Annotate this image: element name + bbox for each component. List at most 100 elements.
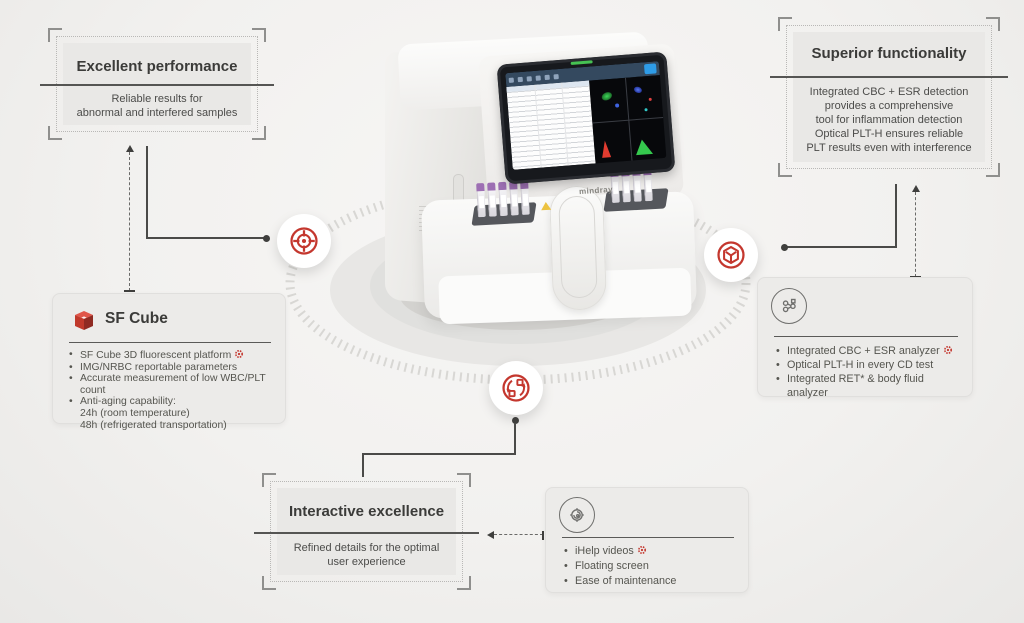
- callout-body-line: abnormal and interfered samples: [76, 107, 238, 119]
- corner-bracket: [778, 163, 792, 177]
- feature-bullet: Integrated RET* & body fluid analyzer: [776, 372, 964, 400]
- callout-fill: [793, 32, 985, 162]
- corner-bracket: [262, 473, 276, 487]
- scatter-blob-green: [600, 90, 615, 103]
- scatter-blob-blue: [633, 85, 643, 94]
- loader-arm-detail: [558, 195, 598, 299]
- callout-body-line: tool for inflammation detection: [815, 114, 963, 126]
- feature-subline: 48h (refrigerated transportation): [80, 419, 227, 431]
- interactive-hotspot[interactable]: [489, 361, 543, 415]
- callout-body-line: Optical PLT-H ensures reliable: [814, 128, 964, 140]
- callout-body-line: user experience: [327, 556, 406, 568]
- corner-bracket: [457, 473, 471, 487]
- dotted-frame: [786, 25, 992, 169]
- connector-bottom-dot: [512, 417, 519, 424]
- device-touchscreen[interactable]: [496, 51, 676, 185]
- feature-bullet: IMG/NRBC reportable parameters: [69, 362, 277, 374]
- callout-title: Interactive excellence: [288, 503, 445, 520]
- scatter-dot-cyan: [643, 107, 648, 111]
- toolbar-icon: [517, 76, 523, 82]
- dashed-link-functionality-analyzer: [915, 192, 916, 277]
- toolbar-icon: [553, 73, 559, 79]
- screen-content: [505, 61, 667, 170]
- sync-icon: [502, 374, 530, 402]
- corner-bracket: [252, 126, 266, 140]
- feature-bullet: Integrated CBC + ESR analyzer: [776, 344, 964, 358]
- card-divider: [69, 342, 271, 343]
- arrow-left-icon: [487, 531, 494, 539]
- sf-cube-logo: [75, 311, 93, 330]
- feature-bullet: Accurate measurement of low WBC/PLT coun…: [69, 373, 277, 396]
- dotted-frame: [270, 481, 463, 582]
- callout-body-line: provides a comprehensive: [824, 100, 954, 112]
- histogram-green: [635, 138, 654, 156]
- test-tube: [476, 182, 486, 218]
- corner-bracket: [48, 28, 62, 42]
- dashed-link-endcap: [542, 531, 544, 540]
- callout-title: Excellent performance: [76, 58, 238, 75]
- callout-divider: [254, 532, 479, 534]
- connector-right-dot: [781, 244, 788, 251]
- service-gear-icon: [570, 508, 584, 522]
- card-title: SF Cube: [105, 310, 168, 327]
- feature-bullet: Floating screen: [564, 559, 740, 574]
- performance-hotspot[interactable]: [277, 214, 331, 268]
- warning-triangle-icon: [540, 201, 552, 211]
- connector-bottom-horizontal: [362, 453, 516, 455]
- red-burst-icon: [943, 345, 952, 355]
- toolbar-icon: [535, 74, 541, 81]
- tick-ring: [285, 181, 751, 385]
- toolbar-icon: [508, 77, 514, 83]
- connector-left-dot: [263, 235, 270, 242]
- feature-bullet: SF Cube 3D fluorescent platform: [69, 349, 277, 362]
- callout-fill: [277, 488, 456, 575]
- target-icon: [290, 227, 318, 255]
- corner-bracket: [778, 17, 792, 31]
- callout-body-line: Refined details for the optimal: [293, 542, 440, 554]
- tube-rack-left: [476, 180, 530, 218]
- corner-bracket: [262, 576, 276, 590]
- feature-subline: 24h (room temperature): [80, 407, 190, 419]
- scatter-dot-blue: [615, 103, 620, 108]
- test-tube: [487, 182, 497, 217]
- corner-bracket: [48, 126, 62, 140]
- card-ihelp: iHelp videos Floating screen Ease of mai…: [545, 487, 749, 593]
- connector-right-vertical: [895, 184, 897, 248]
- card-integrated-analyzer: Integrated CBC + ESR analyzer Optical PL…: [757, 277, 973, 400]
- test-tube: [520, 180, 530, 216]
- callout-superior-functionality: Superior functionality Integrated CBC + …: [770, 17, 1008, 177]
- toolbar-icon: [526, 75, 532, 82]
- corner-bracket: [986, 163, 1000, 177]
- feature-bullet: iHelp videos: [564, 544, 740, 559]
- connector-right-horizontal: [786, 246, 897, 248]
- histogram-red: [601, 140, 612, 158]
- connector-left-vertical: [146, 146, 148, 239]
- callout-divider: [770, 76, 1008, 78]
- connector-bottom-vertical2: [362, 453, 364, 477]
- toolbar-action-button: [643, 63, 657, 75]
- corner-bracket: [986, 17, 1000, 31]
- sample-loader-arm: [548, 185, 608, 311]
- cube-icon: [717, 241, 745, 269]
- toolbar-icon: [544, 74, 550, 80]
- scatter-plots: [589, 75, 667, 164]
- callout-body-line: Integrated CBC + ESR detection: [809, 86, 969, 98]
- test-tube: [498, 181, 508, 217]
- callout-excellent-performance: Excellent performance Reliable results f…: [40, 28, 274, 140]
- connector-left-horizontal: [146, 237, 268, 239]
- corner-bracket: [252, 28, 266, 42]
- hematology-analyzer: mindray: [383, 31, 713, 325]
- scatter-dot-red: [648, 97, 653, 101]
- callout-title: Superior functionality: [811, 45, 967, 62]
- results-table: [506, 80, 596, 170]
- status-led: [570, 60, 593, 66]
- feature-bullet: Anti-aging capability:: [69, 396, 277, 408]
- callout-body-line: Reliable results for: [111, 93, 203, 105]
- arrow-up-icon: [912, 185, 920, 192]
- callout-divider: [40, 84, 274, 86]
- functionality-hotspot[interactable]: [704, 228, 758, 282]
- arrow-up-icon: [126, 145, 134, 152]
- red-burst-icon: [637, 545, 646, 555]
- dashed-link-performance-sfcube: [129, 152, 130, 291]
- feature-bullet: Ease of maintenance: [564, 574, 740, 589]
